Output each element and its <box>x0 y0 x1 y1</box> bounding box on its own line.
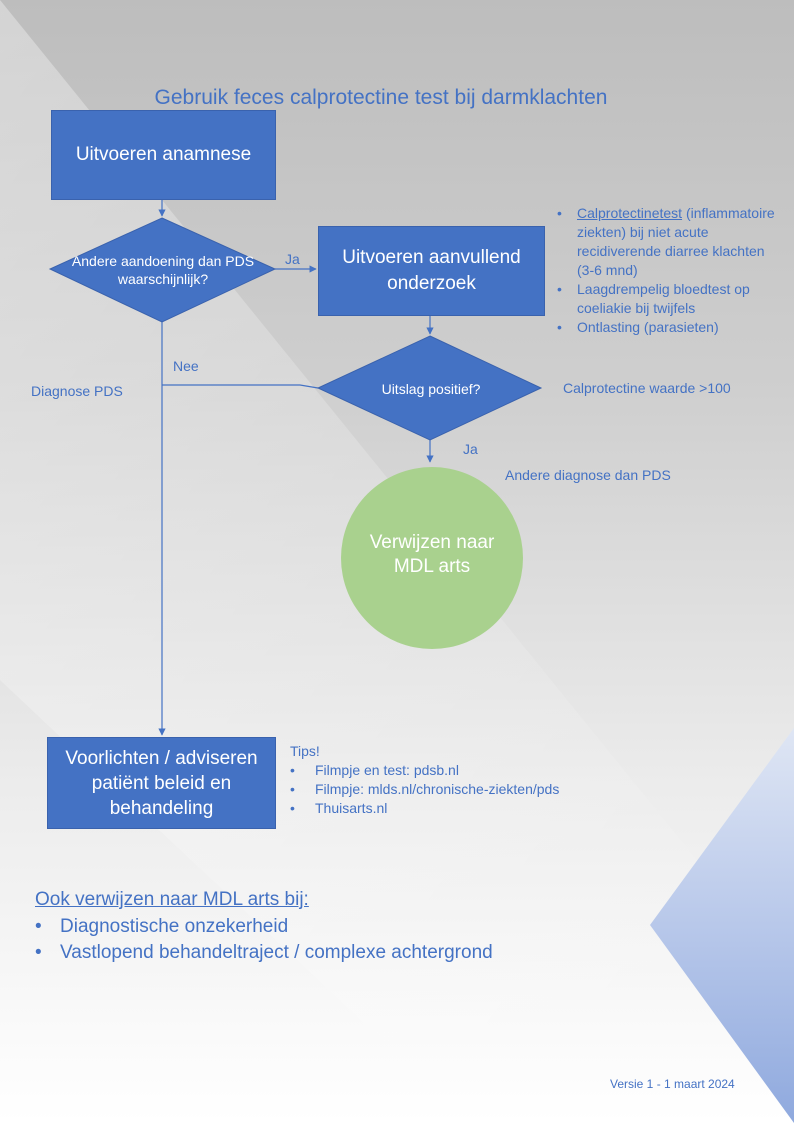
background-blue-triangle <box>650 728 794 1123</box>
label-ja-1: Ja <box>285 251 300 267</box>
connector-question2-nee <box>162 384 319 389</box>
list-item-text: Ontlasting (parasieten) <box>577 319 719 335</box>
list-item: • Filmpje: mlds.nl/chronische-ziekten/pds <box>290 780 559 799</box>
bullet-icon: • <box>557 281 562 297</box>
verwijzen-circle <box>341 467 523 649</box>
label-calprotectine-waarde: Calprotectine waarde >100 <box>563 380 731 396</box>
label-ja-2: Ja <box>463 441 478 457</box>
calprotectinetest-link[interactable]: Calprotectinetest <box>577 205 683 221</box>
list-item-text: Diagnostische onzekerheid <box>60 916 289 937</box>
step-voorlichten-label: Voorlichten / adviseren patiënt beleid e… <box>65 747 258 819</box>
tip-pdsb-link[interactable]: Filmpje en test: pdsb.nl <box>315 762 459 778</box>
bullet-icon: • <box>290 781 295 797</box>
list-item-text: Laagdrempelig bloedtest op coeliakie bij… <box>577 281 750 316</box>
label-diagnose-pds: Diagnose PDS <box>31 383 123 399</box>
list-item: • Thuisarts.nl <box>290 799 559 818</box>
decision-2-label: Uitslag positief? <box>381 381 481 397</box>
label-andere-diagnose: Andere diagnose dan PDS <box>505 467 671 483</box>
version-label: Versie 1 - 1 maart 2024 <box>610 1077 735 1091</box>
list-item: • Vastlopend behandeltraject / complexe a… <box>35 940 493 966</box>
verwijzen-label: Verwijzen naar MDL arts <box>369 532 495 577</box>
bullet-icon: • <box>290 800 295 816</box>
label-nee: Nee <box>173 358 199 374</box>
list-item: • Calprotectinetest (inflammatoire ziekt… <box>557 204 782 280</box>
list-item-text: (inflammatoire ziekten) bij niet acute r… <box>577 205 775 278</box>
bullet-icon: • <box>557 319 562 335</box>
step-aanvullend-box: Uitvoeren aanvullend onderzoek <box>318 226 545 316</box>
decision-1-label: Andere aandoening dan PDS waarschijnlijk… <box>71 253 255 287</box>
bullet-icon: • <box>35 942 42 963</box>
decision-diamond-1 <box>48 217 277 323</box>
bullet-icon: • <box>290 762 295 778</box>
list-item: • Diagnostische onzekerheid <box>35 914 493 940</box>
list-item: • Laagdrempelig bloedtest op coeliakie b… <box>557 280 782 318</box>
list-item: • Filmpje en test: pdsb.nl <box>290 761 559 780</box>
tip-thuisarts-link[interactable]: Thuisarts.nl <box>315 800 388 816</box>
decision-diamond-2 <box>316 335 543 441</box>
ook-verwijzen-heading: Ook verwijzen naar MDL arts bij: <box>35 889 309 910</box>
list-item: • Ontlasting (parasieten) <box>557 318 782 337</box>
page-title: Gebruik feces calprotectine test bij dar… <box>154 86 608 109</box>
tip-mlds-link[interactable]: Filmpje: mlds.nl/chronische-ziekten/pds <box>315 781 560 797</box>
ook-verwijzen-list: • Diagnostische onzekerheid • Vastlopend b… <box>35 914 493 966</box>
tips-section: Tips! • Filmpje en test: pdsb.nl • Filmpje… <box>290 742 559 818</box>
step-anamnese-label: Uitvoeren anamnese <box>75 144 252 165</box>
bullet-icon: • <box>557 205 562 221</box>
onderzoek-list: • Calprotectinetest (inflammatoire ziekt… <box>557 204 782 337</box>
tips-heading: Tips! <box>290 743 320 759</box>
step-anamnese-box: Uitvoeren anamnese <box>51 110 276 200</box>
step-aanvullend-label: Uitvoeren aanvullend onderzoek <box>342 247 521 294</box>
bullet-icon: • <box>35 916 42 937</box>
step-voorlichten-box: Voorlichten / adviseren patiënt beleid e… <box>47 737 276 829</box>
list-item-text: Vastlopend behandeltraject / complexe ac… <box>60 942 493 963</box>
